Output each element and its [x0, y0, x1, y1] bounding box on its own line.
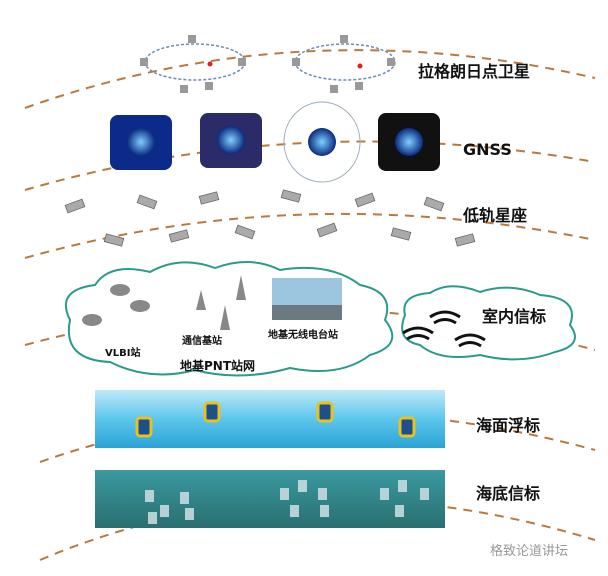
- wifi-icons: [402, 310, 486, 348]
- label-sea-surface: 海面浮标: [476, 416, 541, 435]
- sea-surface-strip: [95, 390, 445, 448]
- gnss-constellations: [110, 101, 440, 183]
- antennas: [82, 275, 246, 330]
- label-leo: 低轨星座: [463, 206, 528, 225]
- label-indoor: 室内信标: [482, 307, 547, 326]
- leo-satellites: [64, 189, 476, 247]
- label-seabed: 海底信标: [476, 484, 541, 503]
- seabed-beacons: [145, 480, 429, 524]
- label-network: 地基PNT站网: [180, 359, 256, 373]
- watermark: 格致论道讲坛: [490, 544, 569, 559]
- label-gnss: GNSS: [463, 140, 512, 159]
- buoys: [135, 401, 416, 438]
- label-lagrange: 拉格朗日点卫星: [418, 62, 531, 81]
- label-vlbi: VLBI站: [105, 348, 141, 359]
- label-radio: 地基无线电台站: [268, 330, 338, 341]
- label-comm: 通信基站: [182, 336, 222, 347]
- arc-1: [24, 49, 596, 109]
- indoor-cloud: [401, 285, 576, 361]
